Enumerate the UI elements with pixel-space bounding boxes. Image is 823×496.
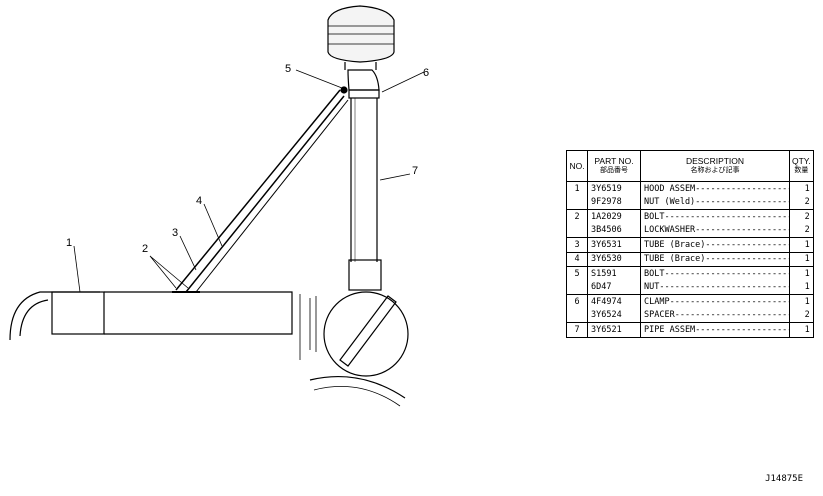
row-qty: 2	[789, 223, 814, 238]
callout-5: 5	[285, 63, 291, 75]
row-qty: 1	[789, 294, 814, 309]
table-row: 3Y6524SPACER2	[566, 308, 814, 323]
callout-1: 1	[66, 237, 72, 249]
description-text: NUT	[644, 282, 789, 292]
row-description: TUBE (Brace)	[640, 251, 790, 267]
callout-3: 3	[172, 227, 178, 239]
brace-tubes	[172, 86, 349, 293]
row-no: 6	[566, 294, 588, 309]
description-text: PIPE ASSEM	[644, 325, 789, 335]
drawing-code: J14875E	[765, 474, 803, 484]
row-qty: 2	[789, 209, 814, 224]
row-qty: 1	[789, 266, 814, 281]
row-description: HOOD ASSEM	[640, 181, 790, 196]
row-description: LOCKWASHER	[640, 223, 790, 238]
row-no: 2	[566, 209, 588, 224]
row-no: 5	[566, 266, 588, 281]
row-part-no: S1591	[587, 266, 641, 281]
row-no: 7	[566, 322, 588, 337]
row-part-no: 6D47	[587, 280, 641, 295]
row-no: 3	[566, 237, 588, 252]
row-part-no: 9F2978	[587, 195, 641, 210]
header-no: NO.	[566, 150, 588, 182]
row-description: BOLT	[640, 266, 790, 281]
header-qty: QTY.数量	[789, 150, 814, 182]
row-part-no: 3B4506	[587, 223, 641, 238]
horizontal-pipe	[9, 291, 301, 360]
description-text: BOLT	[644, 269, 789, 279]
callout-7: 7	[412, 165, 418, 177]
row-description: BOLT	[640, 209, 790, 224]
description-text: TUBE (Brace)	[644, 240, 789, 250]
callout-2: 2	[142, 243, 148, 255]
callout-6: 6	[423, 67, 429, 79]
exploded-parts-drawing: 1 2 3 4 5 6 7	[9, 5, 429, 407]
table-row: 6D47NUT1	[566, 280, 814, 295]
elbow-fitting	[309, 291, 409, 407]
row-description: TUBE (Brace)	[640, 237, 790, 252]
description-text: LOCKWASHER	[644, 225, 789, 235]
row-part-no: 3Y6531	[587, 237, 641, 252]
table-row: 3B4506LOCKWASHER2	[566, 223, 814, 238]
row-no: 4	[566, 251, 588, 267]
row-no	[566, 195, 588, 210]
row-description: PIPE ASSEM	[640, 322, 790, 337]
row-no: 1	[566, 181, 588, 196]
description-text: NUT (Weld)	[644, 197, 789, 207]
row-qty: 2	[789, 308, 814, 323]
row-description: NUT	[640, 280, 790, 295]
description-text: SPACER	[644, 310, 789, 320]
callout-4: 4	[196, 195, 202, 207]
row-qty: 1	[789, 237, 814, 252]
table-row: 64F4974CLAMP1	[566, 294, 814, 309]
description-text: CLAMP	[644, 297, 789, 307]
row-description: NUT (Weld)	[640, 195, 790, 210]
pipe-assembly	[347, 69, 382, 291]
description-text: TUBE (Brace)	[644, 254, 789, 264]
row-no	[566, 223, 588, 238]
row-part-no: 1A2029	[587, 209, 641, 224]
row-qty: 1	[789, 322, 814, 337]
row-part-no: 4F4974	[587, 294, 641, 309]
description-text: HOOD ASSEM	[644, 184, 789, 194]
row-no	[566, 308, 588, 323]
table-row: 21A2029BOLT2	[566, 209, 814, 224]
row-qty: 1	[789, 181, 814, 196]
row-part-no: 3Y6521	[587, 322, 641, 337]
row-qty: 1	[789, 251, 814, 267]
leader-lines	[73, 69, 425, 293]
row-part-no: 3Y6519	[587, 181, 641, 196]
description-text: BOLT	[644, 212, 789, 222]
callout-labels: 1 2 3 4 5 6 7	[66, 63, 429, 255]
row-qty: 1	[789, 280, 814, 295]
table-row: 5S1591BOLT1	[566, 266, 814, 281]
row-qty: 2	[789, 195, 814, 210]
row-part-no: 3Y6530	[587, 251, 641, 267]
row-no	[566, 280, 588, 295]
row-description: CLAMP	[640, 294, 790, 309]
hood-cap	[327, 5, 395, 70]
row-part-no: 3Y6524	[587, 308, 641, 323]
header-part-no: PART NO.部品番号	[587, 150, 641, 182]
row-description: SPACER	[640, 308, 790, 323]
